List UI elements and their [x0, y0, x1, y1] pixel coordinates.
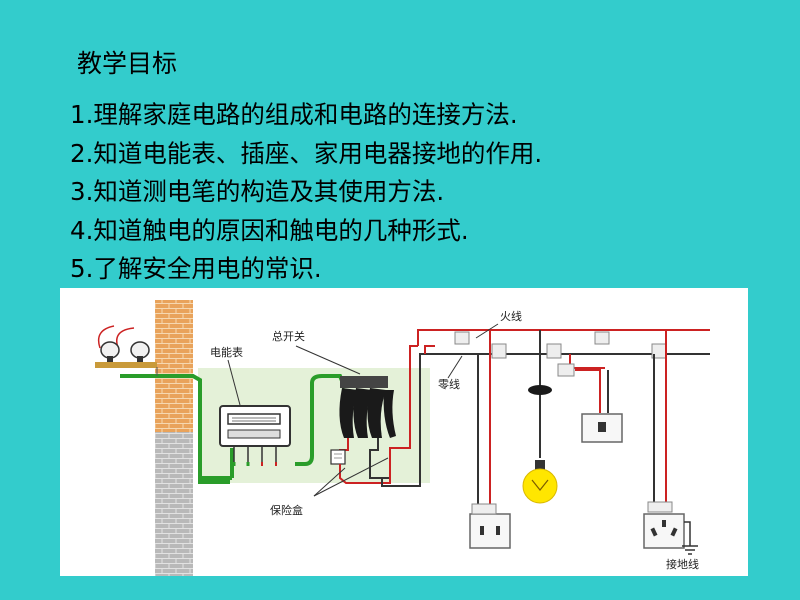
service-wire: [120, 374, 232, 484]
neutral-wire-label: 零线: [438, 377, 460, 391]
insulator-icon: [130, 341, 150, 362]
wall-socket-icon: [469, 513, 511, 549]
goal-item-3: 3.知道测电笔的构造及其使用方法.: [70, 177, 445, 206]
switch-drop: [575, 369, 601, 413]
socket2-box: [647, 501, 673, 513]
goal-item-1: 1.理解家庭电路的组成和电路的连接方法.: [70, 100, 518, 129]
brick-wall: [155, 300, 193, 432]
junction-box: [546, 343, 562, 359]
switch-junction: [557, 363, 575, 377]
household-circuit-diagram: 电能表 总开关 保险盒 火线 零线: [60, 288, 748, 576]
meter-pointer: [227, 359, 241, 406]
brick-wall-lower: [155, 432, 193, 576]
circuit-svg: 电能表 总开关 保险盒 火线 零线: [95, 300, 710, 576]
service-wire-switch: [295, 374, 347, 466]
fuse-box-label: 保险盒: [270, 503, 303, 517]
insulator-icon: [100, 341, 120, 362]
live-wire: [417, 329, 710, 346]
ground-symbol-icon: [682, 545, 698, 555]
grounded-socket-icon: [643, 513, 685, 549]
ceiling-rose-icon: [528, 385, 552, 395]
goal-item-4: 4.知道触电的原因和触电的几种形式.: [70, 215, 469, 245]
fuse-pointer-2: [313, 457, 389, 497]
light-bulb-icon: [522, 460, 558, 504]
meter-icon: [219, 405, 291, 466]
switch-branch-live: [569, 354, 605, 369]
junction-box: [594, 331, 610, 345]
neutral-wire-pointer: [447, 355, 463, 379]
goal-item-2: 2.知道电能表、插座、家用电器接地的作用.: [70, 138, 543, 168]
goal-list: 1.理解家庭电路的组成和电路的连接方法. 2.知道电能表、插座、家用电器接地的作…: [70, 96, 542, 289]
live-wire-pointer: [475, 323, 499, 339]
main-switch-icon: [339, 376, 396, 438]
fuse-out-live: [339, 345, 418, 484]
pole-bracket: [95, 362, 157, 368]
ground-wire-label: 接地线: [666, 557, 699, 571]
fuse-pointer-1: [313, 467, 346, 497]
meter-label: 电能表: [210, 345, 243, 359]
junction-box: [491, 343, 507, 359]
fuse-wire-2: [369, 438, 390, 479]
live-wire-join: [424, 345, 435, 354]
ground-lead: [684, 521, 691, 546]
goal-item-5: 5.了解安全用电的常识.: [70, 254, 322, 283]
socket1-box: [471, 503, 497, 515]
switch-pointer: [295, 345, 361, 375]
fuse-box-icon: [330, 449, 346, 465]
live-wire-label: 火线: [500, 309, 522, 323]
slide-title: 教学目标: [77, 49, 178, 78]
junction-box: [454, 331, 470, 345]
switch-label: 总开关: [272, 329, 305, 343]
wall-switch-icon: [581, 413, 623, 443]
